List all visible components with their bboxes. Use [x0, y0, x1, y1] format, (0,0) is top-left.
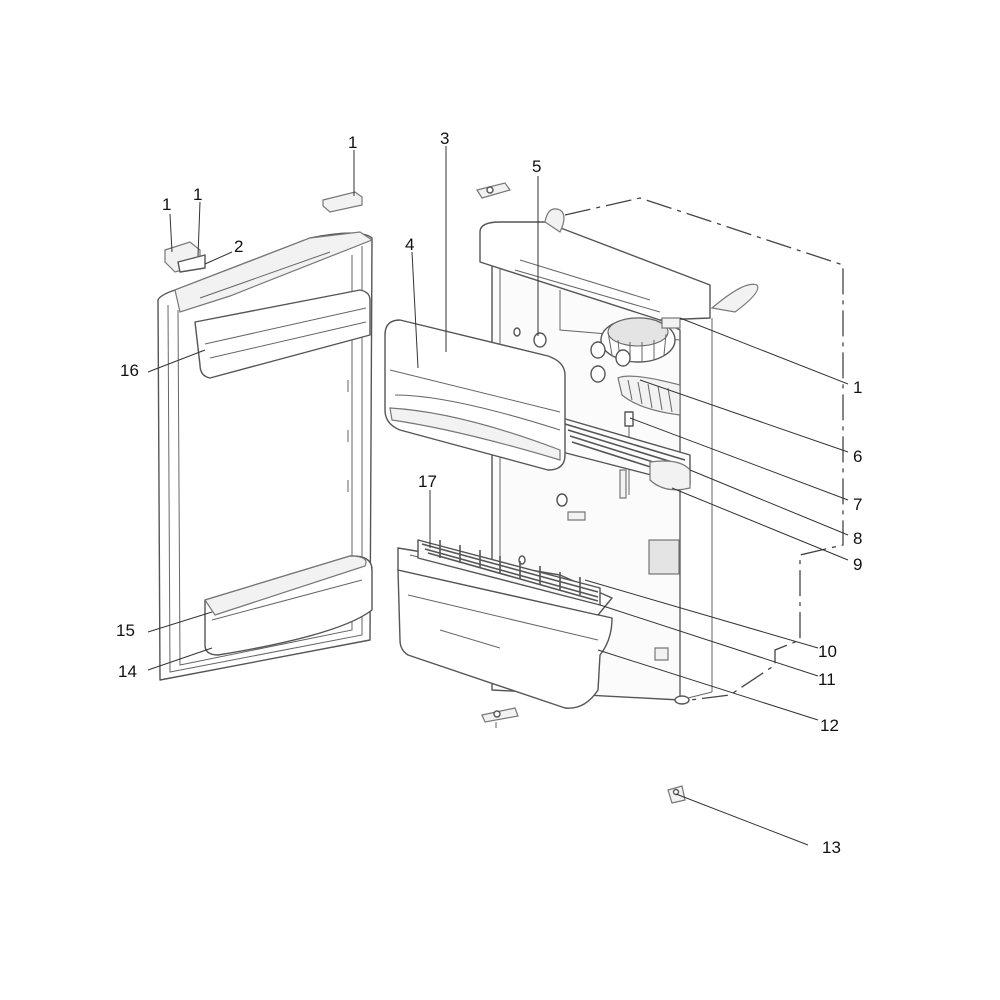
door-hinge-left: [164, 241, 206, 273]
door-top-shelf: [194, 289, 371, 379]
bottom-hinge-part: [481, 707, 519, 728]
crisper-cover-panel: [384, 319, 566, 471]
crisper-drawer: [397, 569, 613, 709]
callout-17: 17: [418, 472, 437, 491]
callout-15: 15: [116, 621, 135, 640]
callout-4: 4: [405, 235, 414, 254]
callout-1-fan: 1: [853, 378, 862, 397]
leader-lines: [147, 146, 849, 846]
callout-16: 16: [120, 361, 139, 380]
callout-13: 13: [822, 838, 841, 857]
callout-1-left-b: 1: [193, 185, 202, 204]
callout-14: 14: [118, 662, 137, 681]
fridge-door: [157, 231, 374, 681]
callout-3: 3: [440, 129, 449, 148]
callout-2: 2: [234, 237, 243, 256]
top-hinge-part: [476, 182, 511, 199]
callout-1-left-a: 1: [162, 195, 171, 214]
callout-9: 9: [853, 555, 862, 574]
callout-11: 11: [818, 670, 836, 689]
door-hinge-top: [322, 191, 363, 213]
evaporator-fins: [617, 375, 681, 416]
callout-10: 10: [818, 642, 837, 661]
callout-12: 12: [820, 716, 839, 735]
callout-7: 7: [853, 495, 862, 514]
callout-labels: 1 1 1 1 2 3 4 5 6 7 8 9 10 11 12 13 14 1…: [116, 129, 862, 857]
upper-wire-shelf: [561, 417, 691, 491]
lower-wire-shelf: [417, 539, 601, 606]
callout-8: 8: [853, 529, 862, 548]
callout-6: 6: [853, 447, 862, 466]
callout-1-door-hinge-top: 1: [348, 133, 357, 152]
door-bottom-shelf: [204, 555, 373, 656]
callout-5: 5: [532, 157, 541, 176]
